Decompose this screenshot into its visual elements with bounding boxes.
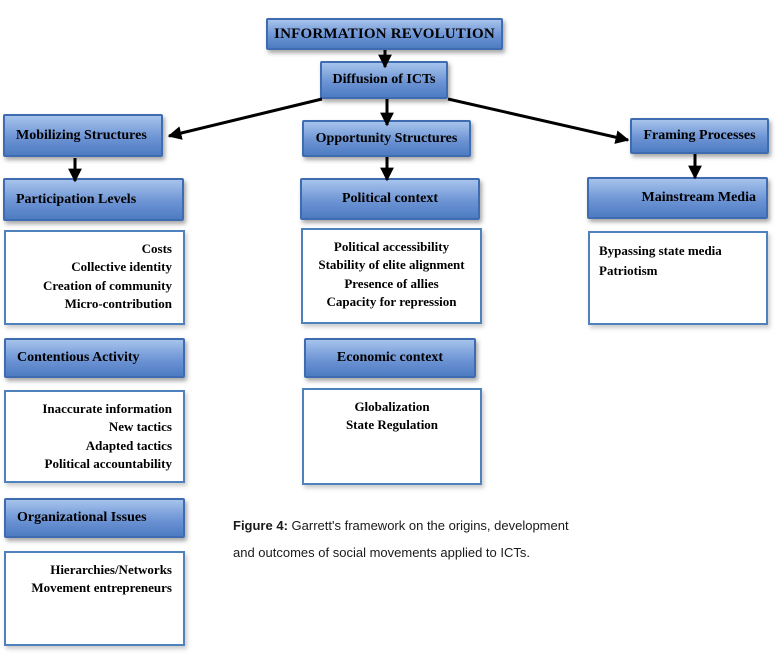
node-organizational-issues: Organizational Issues xyxy=(4,498,185,538)
list-item: Stability of elite alignment xyxy=(318,257,465,273)
node-participation-levels: Participation Levels xyxy=(3,178,184,221)
node-framing-processes: Framing Processes xyxy=(630,118,769,154)
list-item: Adapted tactics xyxy=(85,437,172,453)
list-organizational-issues: Hierarchies/Networks Movement entreprene… xyxy=(4,551,185,646)
list-item: Micro-contribution xyxy=(64,296,172,312)
list-item: Movement entrepreneurs xyxy=(31,580,172,596)
list-item: Costs xyxy=(141,241,172,256)
list-item: Political accessibility xyxy=(333,239,450,254)
list-item: Patriotism xyxy=(599,263,658,279)
caption-text-1: Garrett's framework on the origins, deve… xyxy=(291,518,569,533)
list-item: New tactics xyxy=(108,419,172,435)
list-item: State Regulation xyxy=(345,417,439,433)
list-political-context: Political accessibility Stability of eli… xyxy=(301,228,482,324)
figure-caption: Figure 4: Garrett's framework on the ori… xyxy=(233,512,613,566)
list-item: Hierarchies/Networks xyxy=(50,562,172,577)
node-mobilizing-structures: Mobilizing Structures xyxy=(3,114,163,157)
caption-line-1: Figure 4: Garrett's framework on the ori… xyxy=(233,512,613,539)
list-participation-levels: Costs Collective identity Creation of co… xyxy=(4,230,185,325)
node-diffusion-of-icts: Diffusion of ICTs xyxy=(320,61,448,99)
list-item: Inaccurate information xyxy=(42,401,172,416)
list-item: Globalization xyxy=(354,399,430,414)
node-opportunity-structures: Opportunity Structures xyxy=(302,120,471,157)
arrow-diffusion-to-mobilizing xyxy=(167,97,323,140)
list-mainstream-media: Bypassing state media Patriotism xyxy=(588,231,768,325)
node-mainstream-media: Mainstream Media xyxy=(587,177,768,219)
list-contentious-activity: Inaccurate information New tactics Adapt… xyxy=(4,390,185,483)
node-contentious-activity: Contentious Activity xyxy=(4,338,185,378)
node-economic-context: Economic context xyxy=(304,338,476,378)
caption-line-2: and outcomes of social movements applied… xyxy=(233,545,530,560)
list-item: Collective identity xyxy=(71,259,172,275)
list-item: Bypassing state media xyxy=(599,243,722,258)
list-item: Presence of allies xyxy=(344,275,439,291)
list-item: Political accountability xyxy=(44,456,172,472)
list-item: Creation of community xyxy=(42,277,172,293)
node-information-revolution: INFORMATION REVOLUTION xyxy=(266,18,503,50)
list-economic-context: Globalization State Regulation xyxy=(302,388,482,485)
node-political-context: Political context xyxy=(300,178,480,220)
caption-label: Figure 4: xyxy=(233,518,288,533)
arrow-diffusion-to-framing xyxy=(447,97,630,144)
list-item: Capacity for repression xyxy=(326,294,457,310)
